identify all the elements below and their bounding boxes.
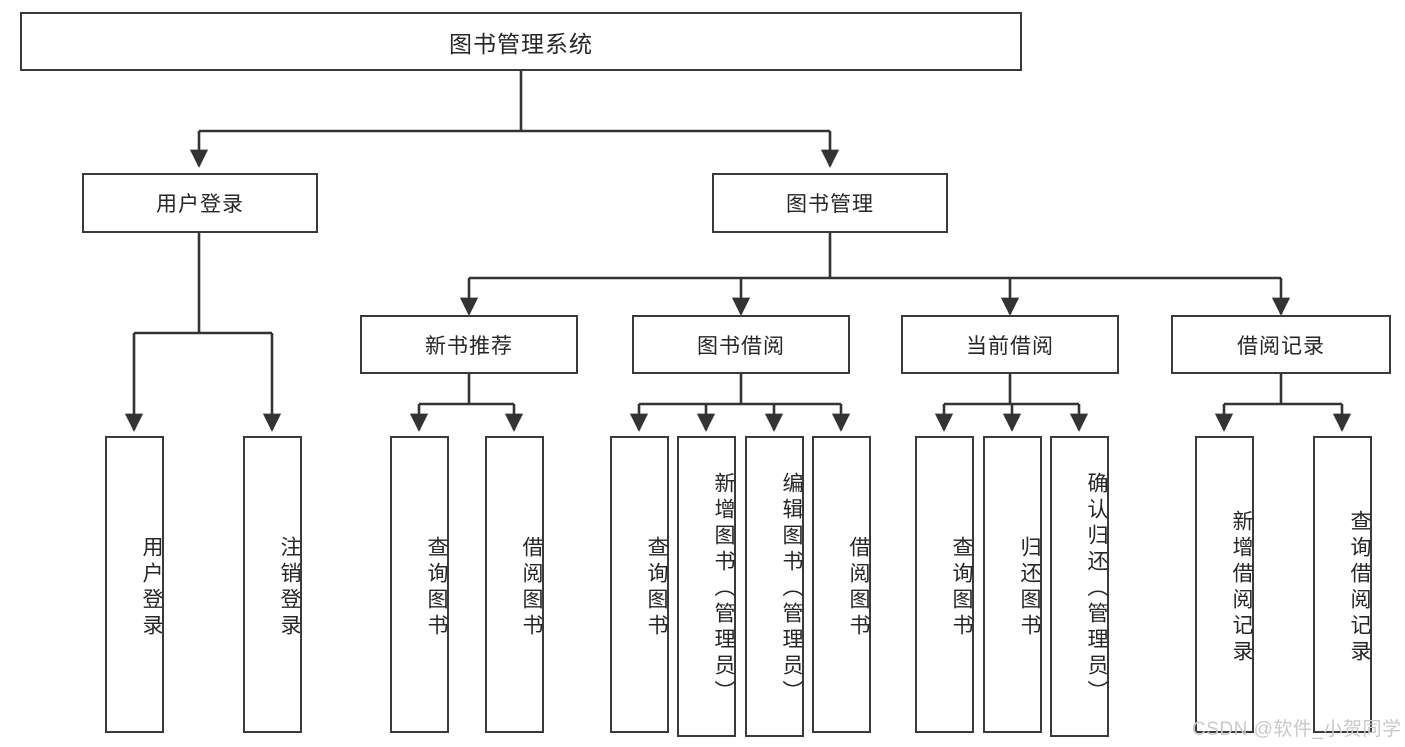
- node-user-login[interactable]: 用户登录: [82, 173, 318, 233]
- leaf-edit-book-admin[interactable]: 编辑图书（管理员）: [745, 436, 804, 737]
- leaf-query-book-recommend[interactable]: 查询图书: [390, 436, 449, 733]
- node-book-management[interactable]: 图书管理: [712, 173, 948, 233]
- leaf-user-login[interactable]: 用户登录: [105, 436, 164, 733]
- node-borrow-record[interactable]: 借阅记录: [1171, 315, 1391, 374]
- leaf-add-book-admin[interactable]: 新增图书（管理员）: [677, 436, 736, 737]
- leaf-query-borrow-record[interactable]: 查询借阅记录: [1313, 436, 1372, 733]
- leaf-query-book-borrow[interactable]: 查询图书: [610, 436, 669, 733]
- leaf-user-logout[interactable]: 注销登录: [243, 436, 302, 733]
- node-book-borrow[interactable]: 图书借阅: [632, 315, 850, 374]
- node-new-book-recommend[interactable]: 新书推荐: [360, 315, 578, 374]
- leaf-return-book[interactable]: 归还图书: [983, 436, 1042, 733]
- leaf-borrow-book-recommend[interactable]: 借阅图书: [485, 436, 544, 733]
- node-root-system[interactable]: 图书管理系统: [20, 12, 1022, 71]
- leaf-query-book-current[interactable]: 查询图书: [915, 436, 974, 733]
- leaf-confirm-return-admin[interactable]: 确认归还（管理员）: [1050, 436, 1109, 737]
- leaf-add-borrow-record[interactable]: 新增借阅记录: [1195, 436, 1254, 733]
- leaf-borrow-book-borrow[interactable]: 借阅图书: [812, 436, 871, 733]
- node-current-borrow[interactable]: 当前借阅: [901, 315, 1119, 374]
- csdn-watermark: CSDN @软件_小贺同学: [1192, 719, 1402, 740]
